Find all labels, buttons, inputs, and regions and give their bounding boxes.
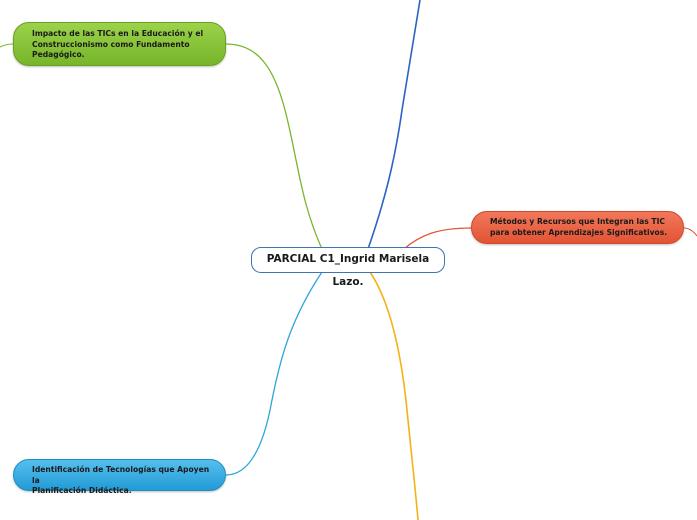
topic-impacto-tics-line-2: Construccionismo como Fundamento	[32, 39, 190, 49]
connector-top	[367, 0, 421, 250]
connector-bottom-left	[225, 271, 323, 476]
topic-impacto-tics-line-3: Pedagógico.	[32, 50, 85, 59]
topic-identificacion-tecnologias-line-2: Planificación Didáctica.	[32, 486, 132, 495]
topic-metodos-recursos-line-1: Métodos y Recursos que Integran las TIC	[490, 217, 665, 226]
connector-top-left-stub	[0, 43, 14, 48]
central-topic[interactable]: PARCIAL C1_Ingrid Marisela Lazo.	[251, 247, 445, 288]
connector-right	[403, 227, 472, 250]
topic-impacto-tics-line-1: Impacto de las TICs en la Educación y el	[32, 29, 204, 38]
topic-identificacion-tecnologias-line-1: Identificación de Tecnologías que Apoyen…	[32, 465, 210, 485]
topic-identificacion-tecnologias[interactable]: Identificación de Tecnologías que Apoyen…	[13, 459, 226, 495]
topic-metodos-recursos[interactable]: Métodos y Recursos que Integran las TIC …	[471, 211, 684, 244]
topic-impacto-tics[interactable]: Impacto de las TICs en la Educación y el…	[13, 22, 226, 66]
connector-right-stub	[683, 227, 697, 237]
topic-metodos-recursos-line-2: para obtener Aprendizajes Significativos…	[490, 227, 668, 237]
connector-top-left	[225, 43, 323, 250]
connector-bottom	[369, 271, 419, 520]
